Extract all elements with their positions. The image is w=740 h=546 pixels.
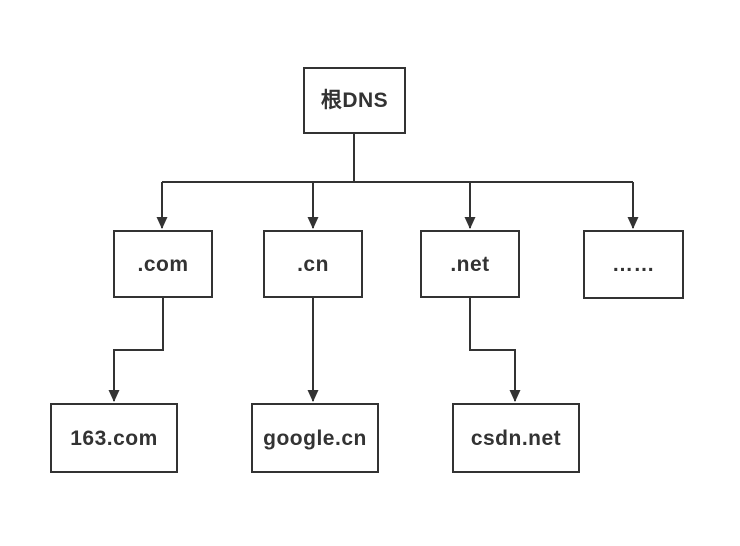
edge-net-to-csdn	[469, 298, 521, 402]
node-tld-net: .net	[420, 230, 520, 298]
node-label-tld-net: .net	[450, 252, 490, 276]
node-label-tld-cn: .cn	[297, 252, 329, 276]
node-label-domain-google-cn: google.cn	[263, 426, 367, 450]
node-domain-google-cn: google.cn	[251, 403, 379, 473]
node-label-tld-ellipsis: ……	[612, 253, 655, 276]
edge-com-to-163	[108, 298, 164, 402]
node-label-root-dns: 根DNS	[320, 89, 389, 112]
node-label-domain-163-com: 163.com	[70, 426, 158, 450]
node-domain-163-com: 163.com	[50, 403, 178, 473]
node-label-tld-com: .com	[137, 252, 189, 276]
node-tld-ellipsis: ……	[583, 230, 684, 299]
node-root-dns: 根DNS	[303, 67, 406, 134]
node-domain-csdn-net: csdn.net	[452, 403, 580, 473]
node-tld-com: .com	[113, 230, 213, 298]
node-label-domain-csdn-net: csdn.net	[470, 426, 562, 450]
node-tld-cn: .cn	[263, 230, 363, 298]
